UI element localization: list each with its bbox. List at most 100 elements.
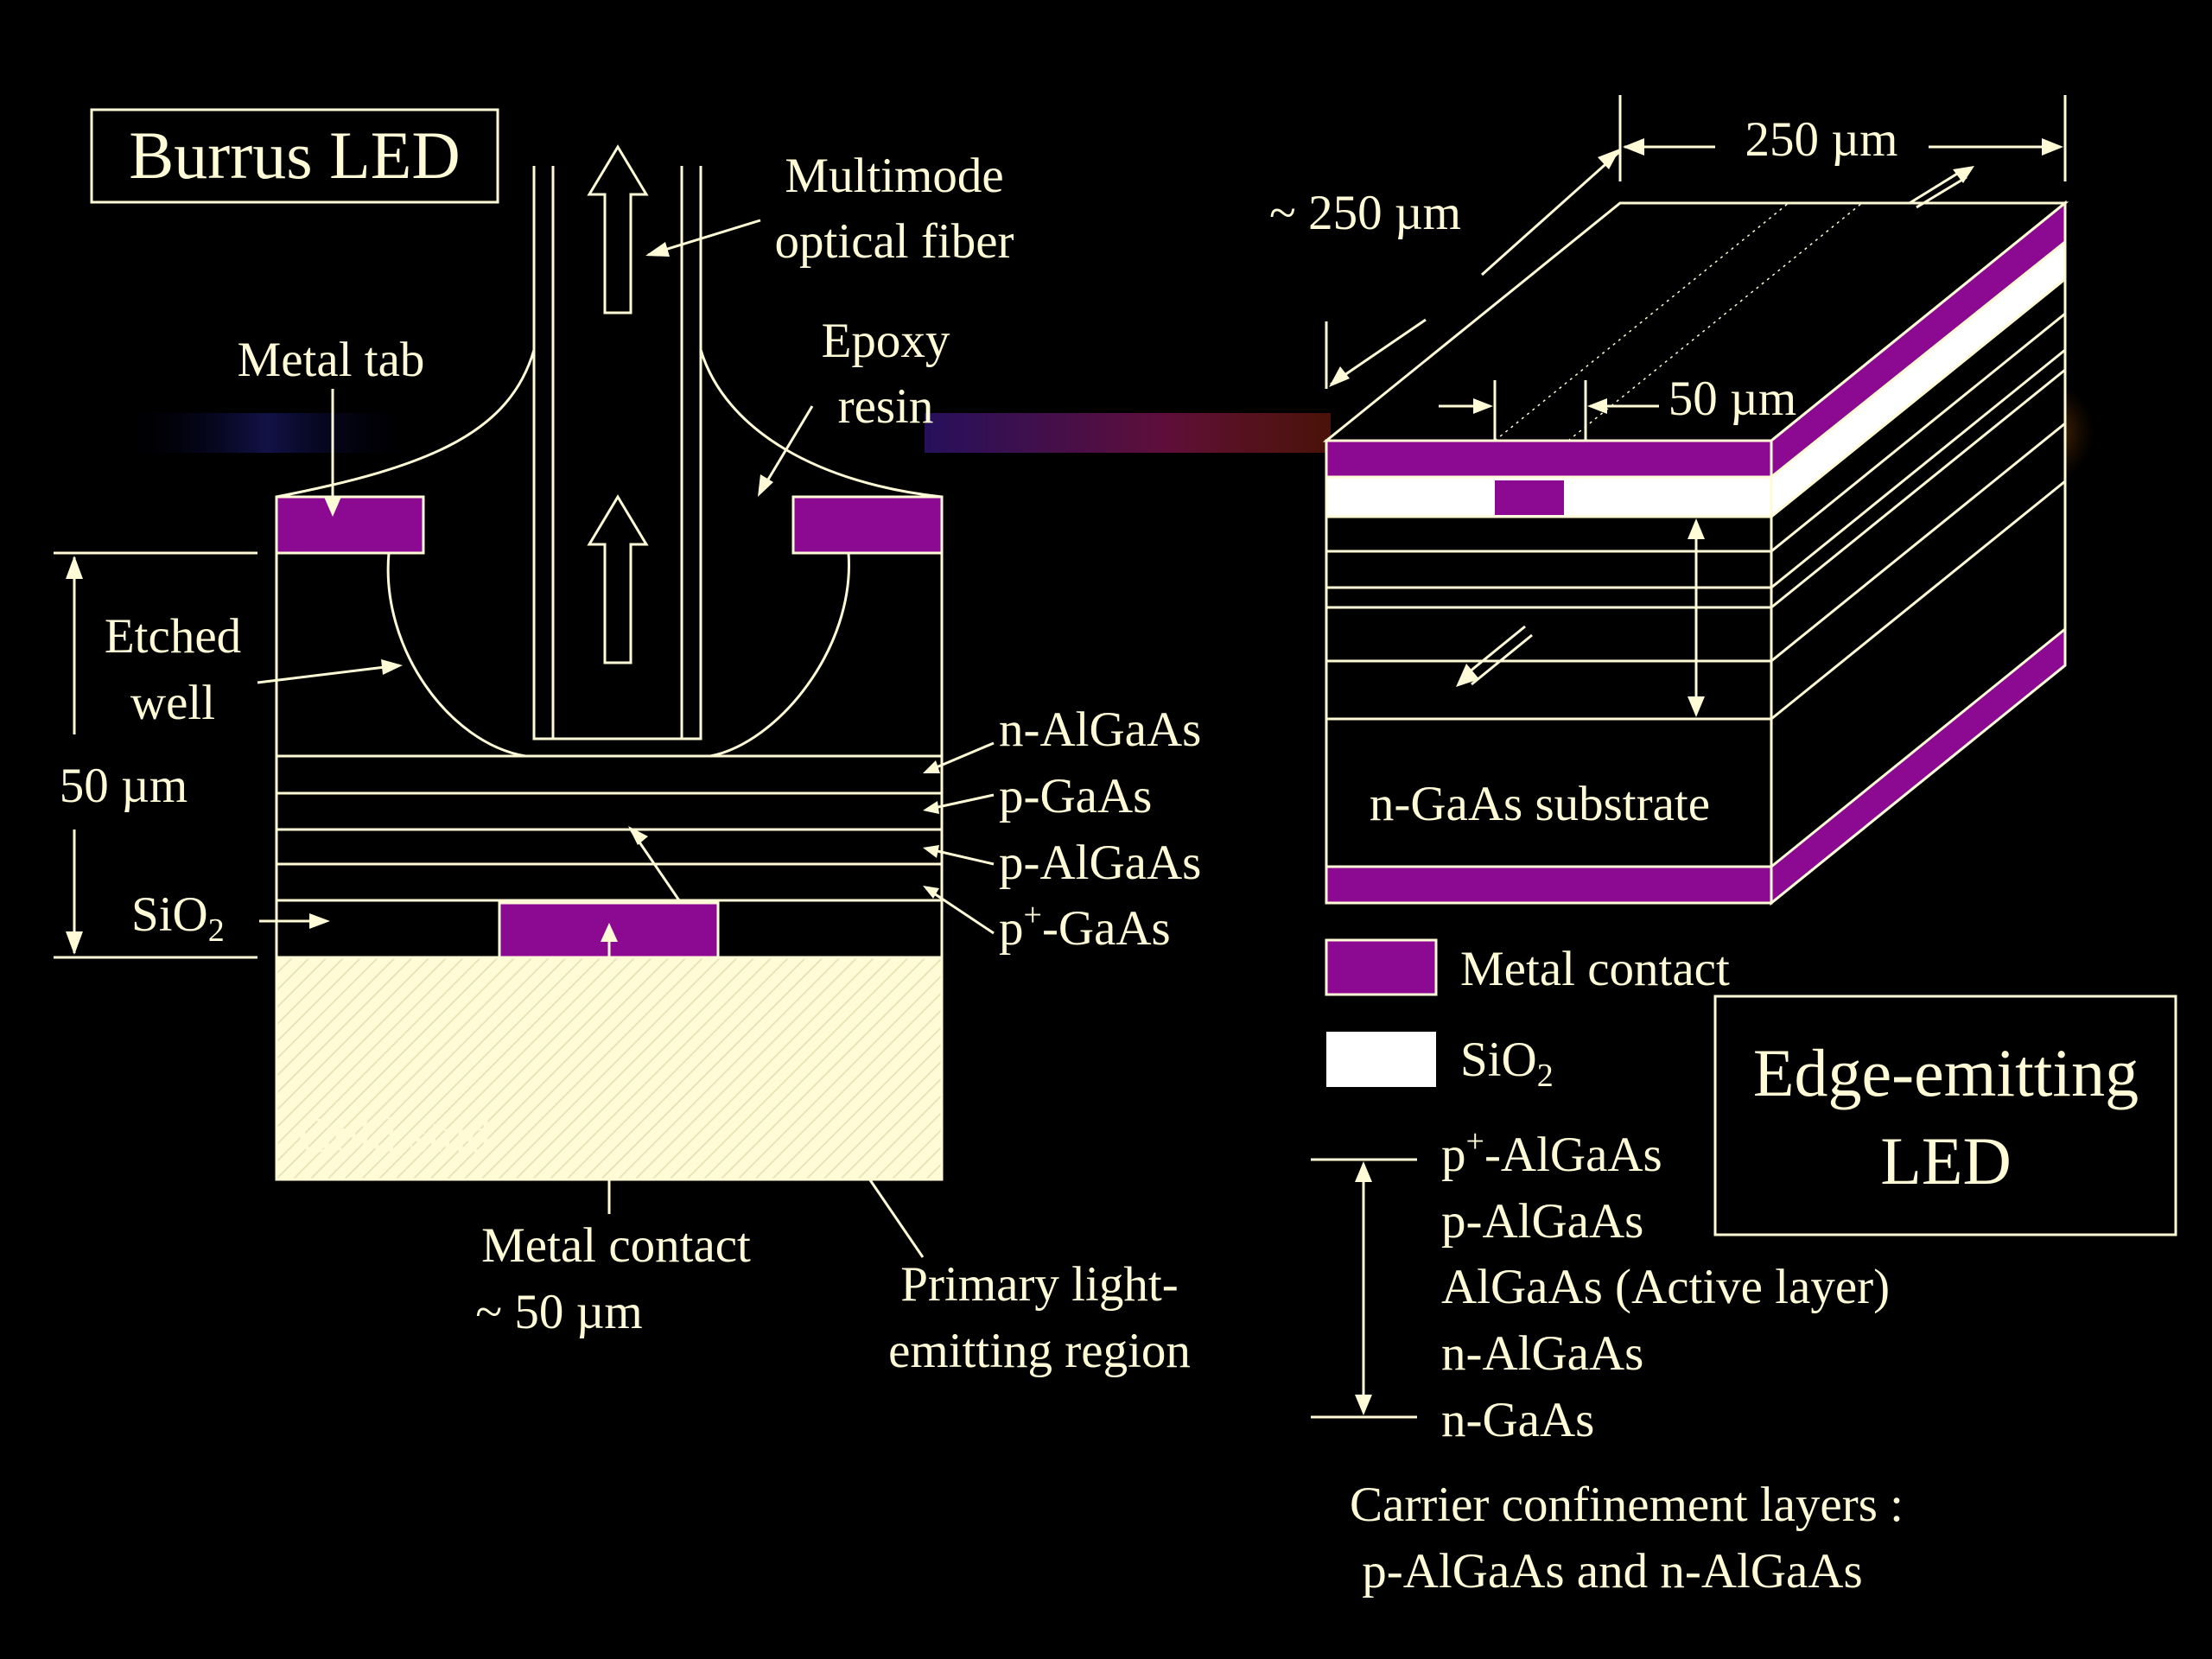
legend-sio2-sub: 2 (1537, 1058, 1554, 1094)
emission-arrow-line-b (1471, 633, 1533, 686)
etched-label-line2: well (130, 676, 215, 730)
legend-layer-3: AlGaAs (Active layer) (1441, 1260, 1890, 1314)
epoxy-label-line1: Epoxy (822, 314, 950, 368)
arrowhead-primary (628, 826, 648, 845)
stripe-line-1 (1494, 202, 1789, 442)
sio2-label-main: SiO (131, 887, 208, 942)
carrier-note-line2: p-AlGaAs and n-AlGaAs (1350, 1544, 1863, 1599)
legend-metal-label: Metal contact (1460, 942, 1730, 996)
arrowhead-etched (381, 659, 403, 675)
side-layer-line-3 (1770, 368, 2066, 609)
layer-label-n-algaas: n-AlGaAs (999, 702, 1201, 757)
thickness-label: 50 µm (60, 759, 188, 813)
etched-well (386, 552, 850, 758)
legend-metal-swatch (1325, 938, 1438, 996)
legend-layer-1-suffix: -AlGaAs (1484, 1128, 1662, 1182)
side-layer-line-4 (1770, 422, 2066, 663)
gold-stud-label: Gold stud (298, 1109, 491, 1163)
arrowhead-p-gaas (923, 801, 939, 814)
leader-etched (257, 664, 400, 684)
edge-title-box (1713, 995, 2177, 1236)
epoxy-curve-left (276, 349, 536, 499)
edge-title-line1: Edge-emitting (1753, 1035, 2139, 1110)
arrowhead-depth-top (1598, 149, 1620, 169)
width-label: 250 µm (1745, 112, 1898, 167)
arrowhead-width-right (2042, 138, 2063, 156)
stripe-line-2 (1567, 202, 1863, 442)
emission-arrow-line-a (1464, 625, 1526, 677)
side-layer-lines (1770, 312, 2066, 721)
top-arrow-line-a (1909, 169, 1962, 205)
arrowhead-depth-bottom (1329, 366, 1350, 387)
front-metal-top (1325, 439, 1773, 479)
legend-layer-5: n-GaAs (1441, 1393, 1594, 1447)
burrus-title-box (90, 108, 499, 204)
carrier-note-line1: Carrier confinement layers : (1350, 1478, 1904, 1532)
primary-region-label-line2: emitting region (888, 1324, 1191, 1378)
glow-band-middle (925, 413, 1331, 453)
legend-sio2-label: SiO2 (1460, 1033, 1554, 1094)
legend-layer-2: p-AlGaAs (1441, 1194, 1643, 1249)
fiber-arrow-upper (587, 144, 649, 315)
arrowhead-metal-tab (324, 497, 341, 517)
fiber-inner (551, 166, 683, 739)
arrowhead-metal-contact (601, 923, 618, 942)
legend-layer-bracket (1311, 1158, 1417, 1419)
arrowhead-emission (1456, 664, 1479, 687)
leader-p-plus-gaas (925, 887, 995, 935)
arrowhead-stripe-right (1587, 398, 1607, 414)
arrowhead-sio2 (309, 913, 330, 929)
arrowhead-fiber (645, 242, 670, 257)
fiber-label-line2: optical fiber (775, 214, 1014, 269)
arrowhead-stripe-left (1473, 398, 1493, 414)
burrus-title: Burrus LED (129, 118, 460, 193)
etched-label-line1: Etched (105, 609, 241, 664)
side-layer-line-5 (1770, 480, 2066, 721)
bracket-arrow-up (1355, 1161, 1372, 1182)
glow-band-left (130, 413, 406, 453)
edge-dimensions (1325, 95, 2067, 713)
sio2-label: SiO2 (131, 887, 225, 949)
legend-sio2-main: SiO (1460, 1033, 1537, 1087)
legend-layer-4: n-AlGaAs (1441, 1326, 1643, 1381)
arrowheads-left (66, 242, 940, 955)
p-plus-gaas-suffix: -GaAs (1042, 901, 1171, 956)
front-metal-bottom (1325, 865, 1773, 905)
depth-line-lower (1330, 318, 1427, 386)
legend-layer-1: p+-AlGaAs (1441, 1123, 1662, 1182)
edge-arrowheads (1329, 138, 2063, 717)
depth-line-upper (1481, 149, 1621, 276)
metal-contact-label-line1: Metal contact (481, 1218, 751, 1273)
top-arrow-line-b (1916, 175, 1967, 209)
layer-label-p-gaas: p-GaAs (999, 769, 1152, 823)
side-layer-line-1 (1770, 312, 2066, 553)
p-plus-gaas-sup: + (1024, 897, 1042, 933)
metal-tab-left (275, 495, 425, 555)
side-layer-line-2 (1770, 348, 2066, 589)
layer-label-p-algaas: p-AlGaAs (999, 836, 1201, 890)
fiber-label-line1: Multimode (785, 149, 1003, 203)
arrowhead-layer-down (1688, 696, 1705, 717)
stripe-label: 50 µm (1669, 372, 1796, 426)
metal-contact-label-line2: ~ 50 µm (475, 1285, 643, 1339)
epoxy-label-line2: resin (838, 379, 934, 434)
front-stripe-contact (1495, 480, 1564, 515)
arrowhead-width-left (1623, 138, 1644, 156)
arrowhead-p-algaas (923, 845, 939, 858)
arrowhead-dim-up (66, 556, 83, 579)
substrate-label: n-GaAs substrate (1370, 777, 1710, 831)
sio2-label-sub: 2 (208, 912, 225, 949)
arrowhead-top (1953, 166, 1974, 183)
p-plus-gaas-prefix: p (999, 901, 1024, 956)
arrowhead-p-plus-gaas (923, 886, 939, 899)
gold-stud-block (275, 956, 944, 1181)
legend-sio2-swatch (1326, 1032, 1436, 1087)
arrowhead-epoxy (758, 474, 773, 497)
fiber-arrow-lower (587, 494, 649, 664)
arrowhead-n-algaas (923, 760, 940, 773)
metal-tab-label: Metal tab (238, 333, 425, 387)
legend-layer-1-sup: + (1466, 1123, 1484, 1160)
layer-label-p-plus-gaas: p+-GaAs (999, 897, 1171, 956)
arrowhead-dim-down (66, 931, 83, 955)
metal-tab-right (791, 495, 944, 555)
